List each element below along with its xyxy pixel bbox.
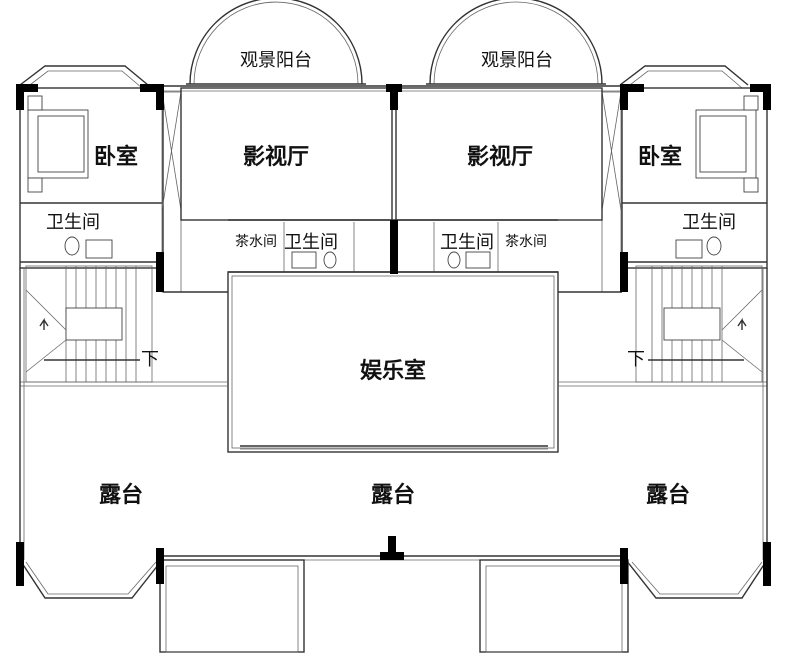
bed-right-icon: [695, 95, 759, 193]
columns: [16, 84, 771, 586]
label-terrace-left: 露台: [99, 482, 143, 508]
terrace-bay-right: [625, 559, 768, 599]
label-bedroom-right: 卧室: [638, 144, 682, 170]
bedroom-bay-left: [19, 65, 149, 89]
label-bedroom-left: 卧室: [94, 144, 138, 170]
label-bath-right-inner: 卫生间: [440, 232, 494, 253]
label-terrace-center: 露台: [371, 482, 415, 508]
toilets-icon: [64, 236, 722, 269]
bed-left-icon: [27, 95, 89, 193]
label-bath-left-inner: 卫生间: [284, 232, 338, 253]
label-viewing-balcony-right: 观景阳台: [481, 50, 553, 71]
stairs-right: [635, 265, 763, 383]
label-tea-left: 茶水间: [235, 234, 277, 250]
label-bath-left-outer: 卫生间: [46, 212, 100, 233]
sinks-icon: [85, 239, 703, 269]
label-down-right: 下: [627, 349, 645, 370]
label-viewing-balcony-left: 观景阳台: [240, 50, 312, 71]
bedroom-bay-right: [619, 65, 749, 89]
label-tea-right: 茶水间: [505, 234, 547, 250]
label-av-room-left: 影视厅: [243, 144, 309, 170]
terrace-bay-left: [19, 559, 163, 599]
lower-balconies: [159, 559, 629, 653]
viewing-balcony-left: [186, 0, 366, 85]
label-av-room-right: 影视厅: [467, 144, 533, 170]
stairs-left: [25, 265, 153, 383]
label-down-left: 下: [141, 349, 159, 370]
label-bath-right-outer: 卫生间: [682, 212, 736, 233]
label-terrace-right: 露台: [646, 482, 690, 508]
viewing-balcony-right: [426, 0, 606, 85]
label-rec-room: 娱乐室: [360, 358, 426, 384]
